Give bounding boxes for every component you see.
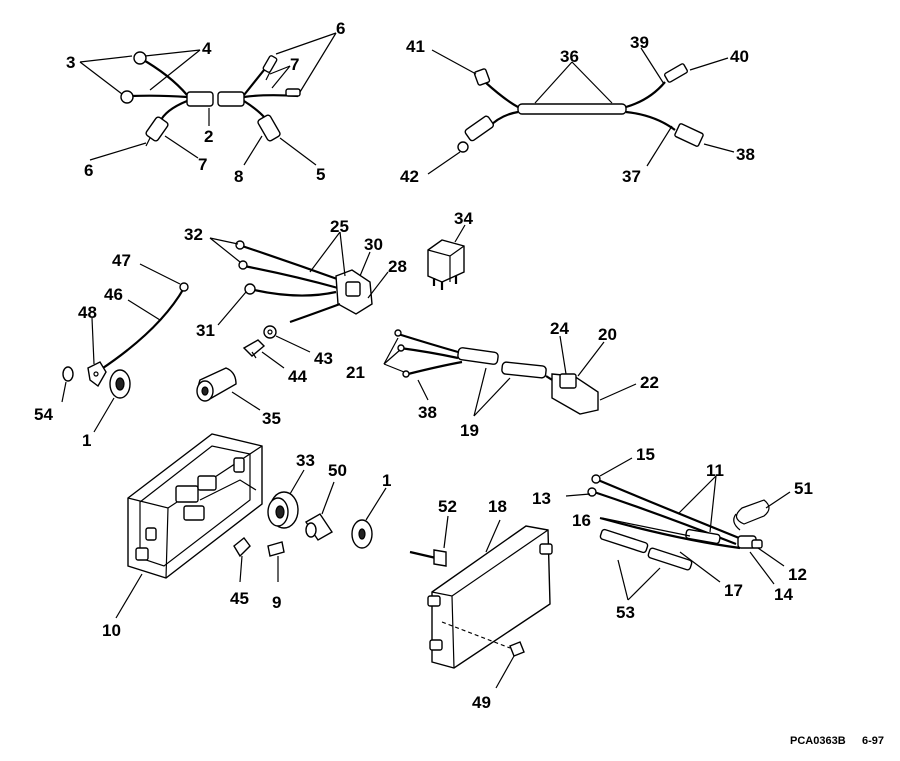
callout-46: 46 xyxy=(104,285,123,304)
part-44-terminal xyxy=(242,339,285,369)
drawing-date: 6-97 xyxy=(862,735,884,747)
callout-16: 16 xyxy=(572,511,591,530)
callout-7-top: 7 xyxy=(290,55,299,74)
callout-12: 12 xyxy=(788,565,807,584)
callout-45: 45 xyxy=(230,589,249,608)
part-35-boot xyxy=(196,367,261,411)
part-11-lead-set xyxy=(587,474,763,550)
callout-54: 54 xyxy=(34,405,53,424)
part-54-washer xyxy=(62,366,74,382)
callout-22: 22 xyxy=(640,373,659,392)
part-50-sleeve xyxy=(305,481,335,541)
callout-11: 11 xyxy=(706,461,724,480)
callout-28: 28 xyxy=(388,257,407,276)
callout-5: 5 xyxy=(316,165,325,184)
callout-47: 47 xyxy=(112,251,131,270)
part-1-grommet-b xyxy=(351,487,387,549)
callout-51: 51 xyxy=(794,479,813,498)
callout-33: 33 xyxy=(296,451,315,470)
callout-35: 35 xyxy=(262,409,281,428)
part-18-cover xyxy=(427,519,553,669)
callouts: 3 4 6 7 2 6 7 8 5 41 36 39 40 42 37 38 3… xyxy=(34,19,813,712)
part-1-grommet-a xyxy=(109,369,131,399)
part-52-bolt xyxy=(409,515,449,567)
callout-6-top: 6 xyxy=(336,19,345,38)
part-46-ground-wire xyxy=(87,282,189,388)
callout-13: 13 xyxy=(532,489,551,508)
leader-lines-harness-2 xyxy=(79,32,337,166)
callout-9: 9 xyxy=(272,593,281,612)
callout-7-bottom: 7 xyxy=(198,155,207,174)
part-34-relay xyxy=(427,224,466,290)
callout-18: 18 xyxy=(488,497,507,516)
part-53-sleeves xyxy=(599,528,693,571)
callout-38-middle: 38 xyxy=(418,403,437,422)
callout-43: 43 xyxy=(314,349,333,368)
callout-24: 24 xyxy=(550,319,569,338)
part-harness-2 xyxy=(120,51,301,147)
drawing-code: PCA0363B xyxy=(790,735,846,747)
callout-37: 37 xyxy=(622,167,641,186)
callout-38-top: 38 xyxy=(736,145,755,164)
callout-44: 44 xyxy=(288,367,307,386)
drawing-reference: PCA0363B 6-97 xyxy=(790,735,884,747)
callout-2: 2 xyxy=(204,127,213,146)
callout-14: 14 xyxy=(774,585,793,604)
part-33-grommet xyxy=(267,469,305,529)
callout-53: 53 xyxy=(616,603,635,622)
callout-1-left: 1 xyxy=(82,431,91,450)
callout-41: 41 xyxy=(406,37,425,56)
part-9-screw xyxy=(267,541,285,582)
leader-lines-harness-19 xyxy=(383,335,637,417)
callout-49: 49 xyxy=(472,693,491,712)
part-45-clip xyxy=(233,537,251,583)
callout-36: 36 xyxy=(560,47,579,66)
part-19-harness xyxy=(394,329,599,415)
callout-19: 19 xyxy=(460,421,479,440)
part-49-screw xyxy=(495,641,525,689)
callout-8: 8 xyxy=(234,167,243,186)
part-10-power-pack xyxy=(115,433,263,619)
callout-6-bottom: 6 xyxy=(84,161,93,180)
callout-39: 39 xyxy=(630,33,649,52)
callout-48: 48 xyxy=(78,303,97,322)
callout-21: 21 xyxy=(346,363,365,382)
callout-52: 52 xyxy=(438,497,457,516)
callout-15: 15 xyxy=(636,445,655,464)
leader-lines-right-bottom xyxy=(565,457,791,601)
callout-25: 25 xyxy=(330,217,349,236)
callout-1-right: 1 xyxy=(382,471,391,490)
part-harness-36 xyxy=(457,63,704,153)
leader-lines-harness-36 xyxy=(427,47,735,175)
callout-31: 31 xyxy=(196,321,215,340)
callout-34: 34 xyxy=(454,209,473,228)
part-25-cable-set xyxy=(235,240,373,339)
leader-lines-ground xyxy=(61,263,181,433)
callout-30: 30 xyxy=(364,235,383,254)
callout-42: 42 xyxy=(400,167,419,186)
callout-17: 17 xyxy=(724,581,743,600)
callout-3: 3 xyxy=(66,53,75,72)
callout-20: 20 xyxy=(598,325,617,344)
callout-4: 4 xyxy=(202,39,212,58)
callout-50: 50 xyxy=(328,461,347,480)
callout-40: 40 xyxy=(730,47,749,66)
callout-32: 32 xyxy=(184,225,203,244)
part-51-clip xyxy=(733,499,770,531)
leader-lines-cable-set xyxy=(209,231,389,353)
callout-10: 10 xyxy=(102,621,121,640)
